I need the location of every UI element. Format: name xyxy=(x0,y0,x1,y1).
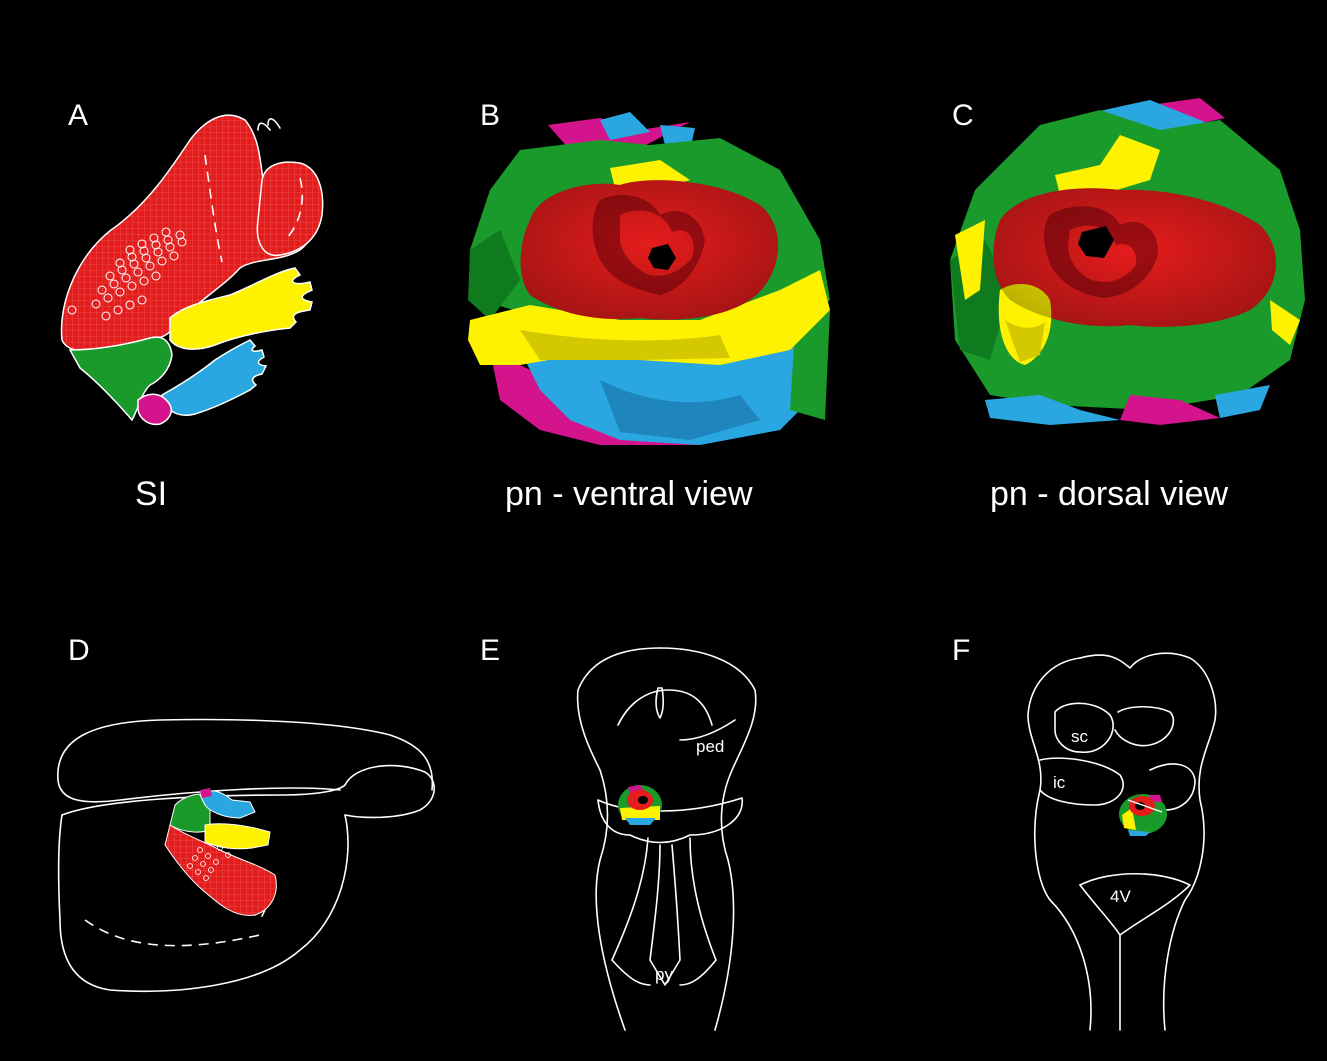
ped-label: ped xyxy=(696,737,724,756)
panel-b-caption: pn - ventral view xyxy=(505,475,753,513)
ventral-brainstem-outline: ped py xyxy=(578,648,756,1030)
panel-a: A xyxy=(62,99,323,513)
sc-label: sc xyxy=(1071,727,1089,746)
panel-c-letter: C xyxy=(952,99,974,132)
panel-d: D xyxy=(58,634,434,991)
panel-a-caption: SI xyxy=(135,475,167,513)
dorsal-brainstem-outline: sc ic 4V xyxy=(1028,653,1216,1030)
panel-b-letter: B xyxy=(480,99,500,132)
si-hindlimb-region xyxy=(257,162,322,255)
si-somatotopic-map xyxy=(62,115,323,424)
pontine-nuclei-ventral-3d xyxy=(468,112,830,445)
panel-f-letter: F xyxy=(952,634,970,667)
panel-b: B pn - ventral view xyxy=(468,99,830,513)
panel-f: F sc ic 4V xyxy=(952,634,1216,1030)
ic-label: ic xyxy=(1053,773,1066,792)
pontine-nuclei-small-dorsal xyxy=(1119,794,1167,836)
fourth-ventricle-label: 4V xyxy=(1110,887,1131,906)
pontine-nuclei-dorsal-3d xyxy=(950,98,1305,425)
si-hand-region xyxy=(162,340,266,415)
pontine-nuclei-small-ventral xyxy=(618,785,662,825)
panel-a-letter: A xyxy=(68,99,88,132)
py-label: py xyxy=(655,965,673,984)
lateral-brain-outline xyxy=(58,720,434,992)
panel-e: E ped py xyxy=(480,634,756,1030)
panel-c: C pn - dorsal view xyxy=(950,98,1305,513)
panel-e-letter: E xyxy=(480,634,500,667)
panel-d-letter: D xyxy=(68,634,90,667)
panel-c-caption: pn - dorsal view xyxy=(990,475,1229,513)
